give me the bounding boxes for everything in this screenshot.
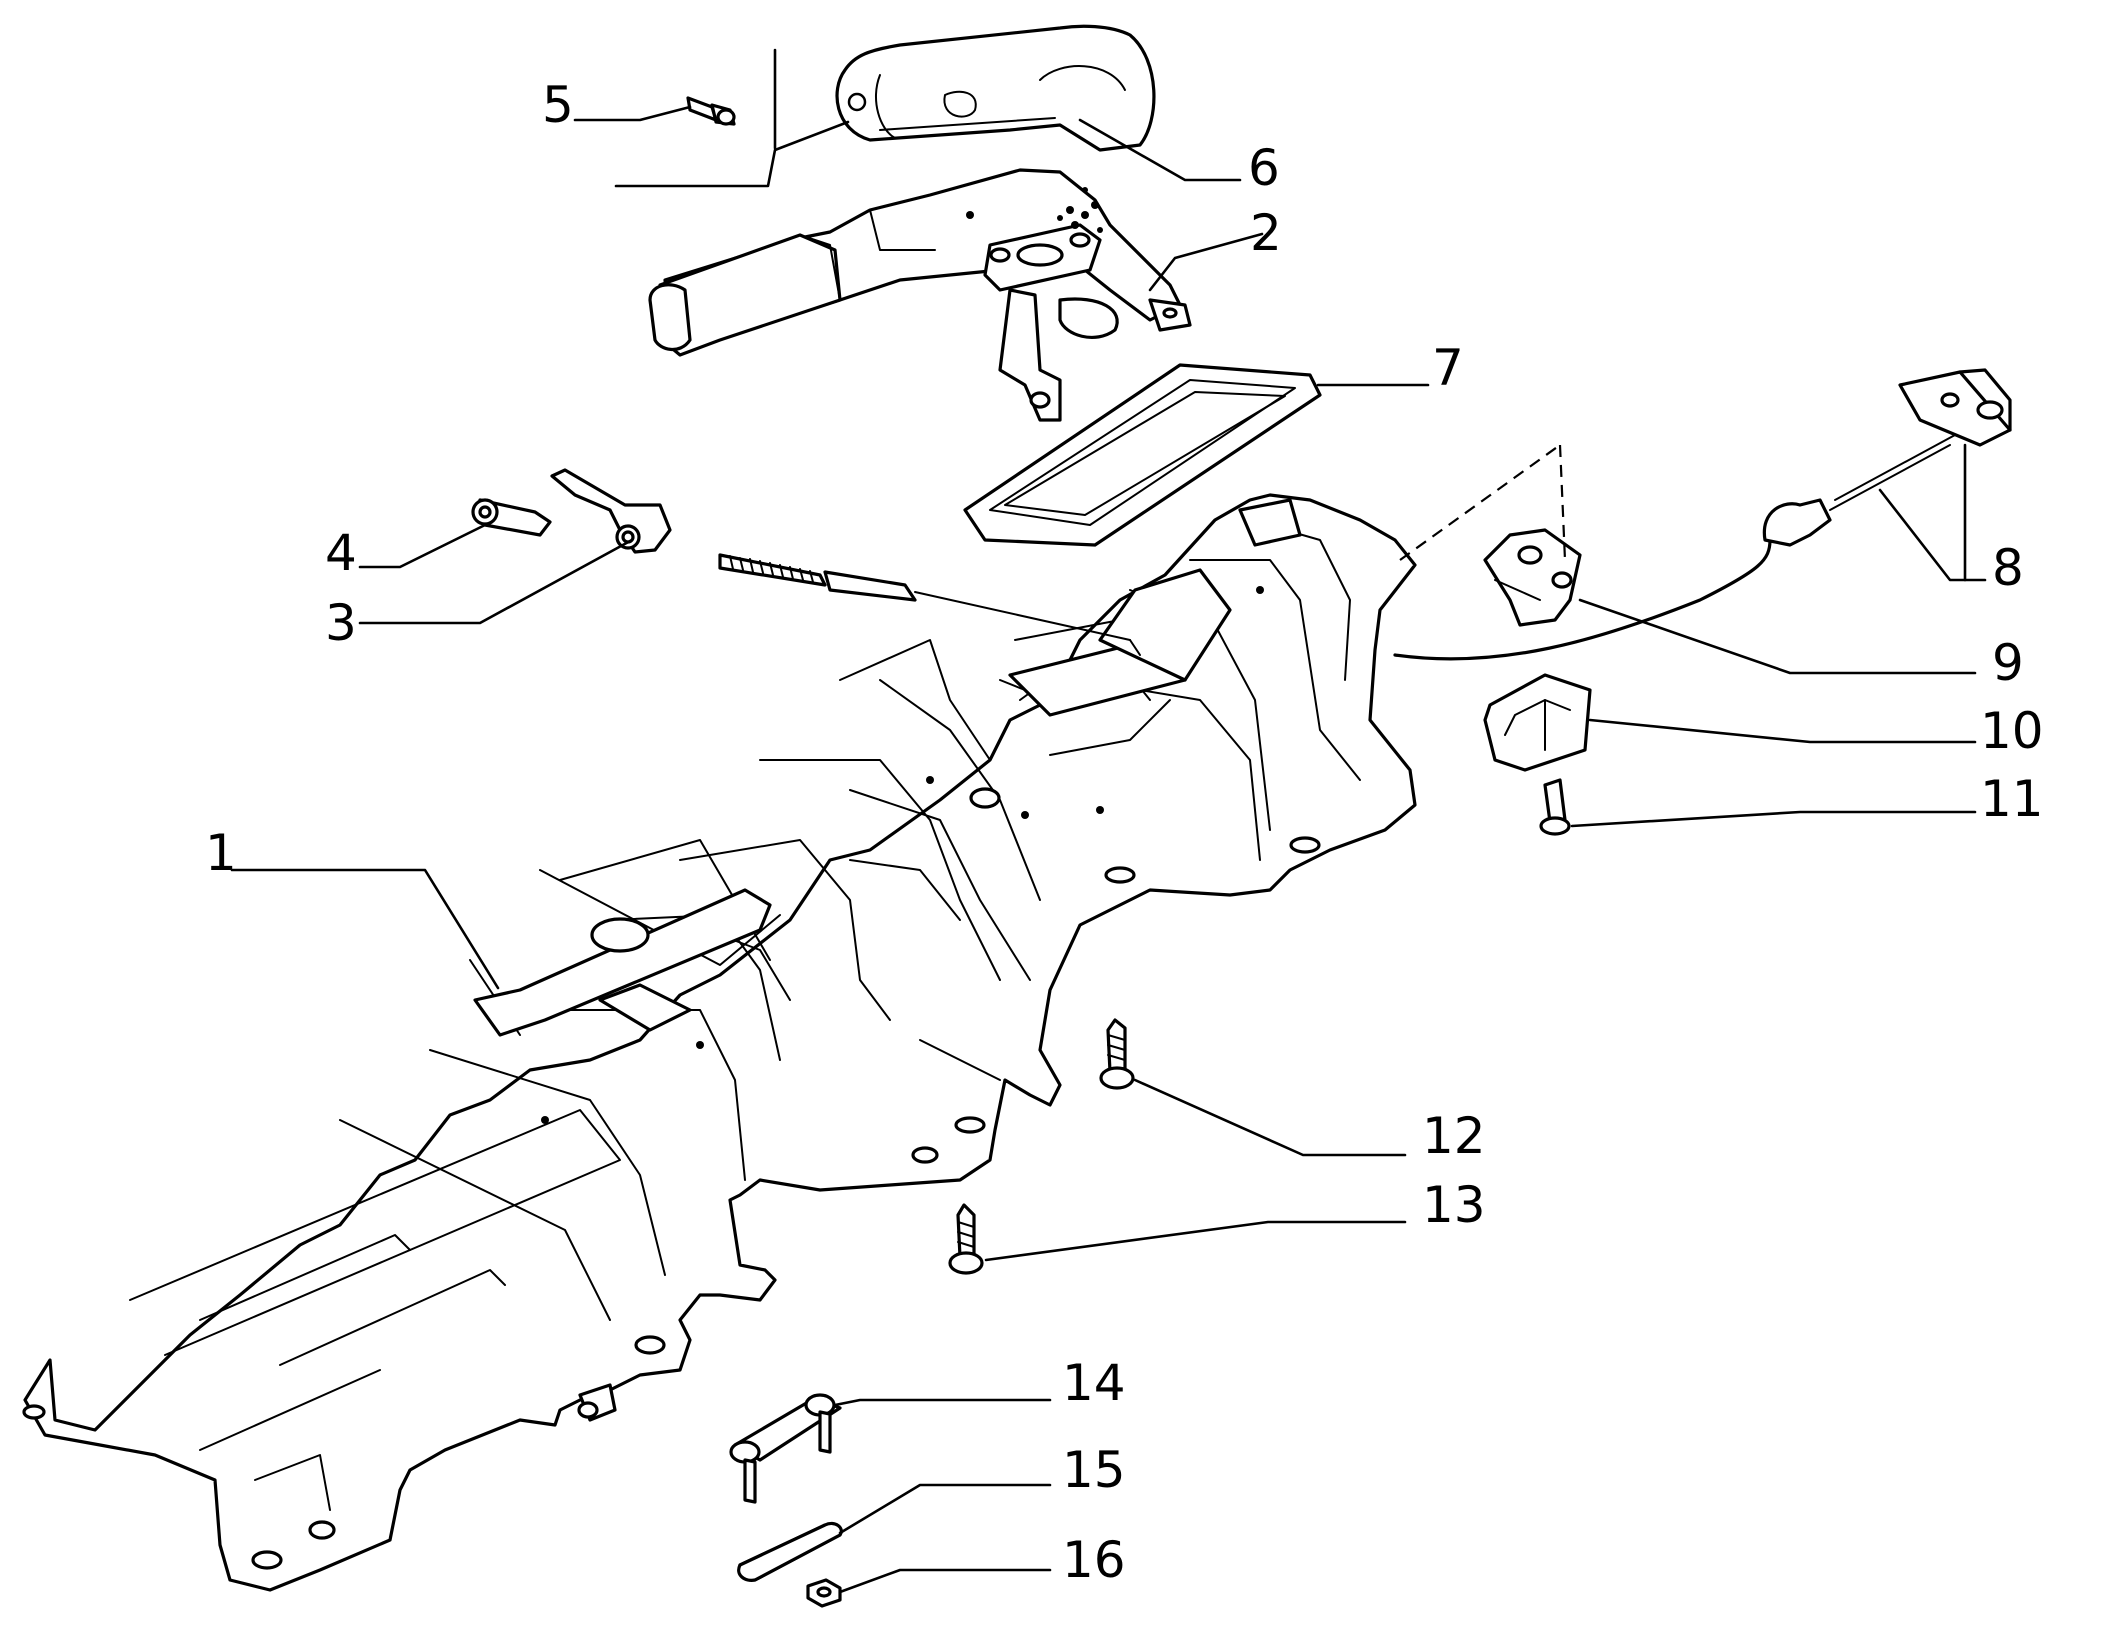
callout-10: 10 xyxy=(1980,702,2044,760)
callout-5: 5 xyxy=(542,76,574,134)
leader-8a xyxy=(1963,443,1987,582)
part-12-screw xyxy=(1099,1018,1135,1090)
callout-3: 3 xyxy=(325,594,357,652)
part-1-tunnel-cover xyxy=(22,493,1417,1592)
leader-6 xyxy=(1078,118,1242,182)
part-2-handbrake-lever xyxy=(648,168,1192,422)
part-4-bushing xyxy=(471,498,552,537)
leader-11 xyxy=(1570,810,1977,828)
callout-16: 16 xyxy=(1062,1531,1126,1589)
callout-4: 4 xyxy=(325,524,357,582)
callout-15: 15 xyxy=(1062,1441,1126,1499)
callout-6: 6 xyxy=(1248,139,1280,197)
part-7-boot-gasket xyxy=(963,363,1322,547)
part-16-nut xyxy=(806,1578,842,1608)
callout-12: 12 xyxy=(1422,1107,1486,1165)
leader-2 xyxy=(1148,232,1264,292)
leader-8b xyxy=(1878,488,1967,582)
leader-12 xyxy=(1133,1078,1407,1157)
leader-lines xyxy=(230,48,1987,1594)
part-15-flat-plate xyxy=(737,1521,843,1582)
part-3-clip xyxy=(550,468,672,554)
part-13-screw xyxy=(948,1203,984,1275)
brake-cable-rod xyxy=(718,434,1956,661)
callout-11: 11 xyxy=(1980,770,2044,828)
assembly-line-cable xyxy=(1399,444,1561,561)
part-9-guide-bracket xyxy=(1483,528,1582,627)
callout-13: 13 xyxy=(1422,1176,1486,1234)
guide-line-grip xyxy=(614,120,850,188)
leader-14 xyxy=(833,1398,1052,1407)
leader-13 xyxy=(984,1220,1407,1262)
callout-8: 8 xyxy=(1992,539,2024,597)
part-11-bolt xyxy=(1539,778,1571,836)
callout-9: 9 xyxy=(1992,634,2024,692)
part-5-screw xyxy=(686,96,736,126)
part-6-grip-cover xyxy=(835,24,1156,152)
leader-15 xyxy=(838,1483,1052,1535)
leader-9 xyxy=(1578,598,1977,675)
callout-labels: 1 2 3 4 5 6 7 8 9 10 11 12 13 14 15 16 xyxy=(205,76,2044,1589)
leader-1 xyxy=(230,868,500,990)
callout-14: 14 xyxy=(1062,1354,1126,1412)
part-14-plate-with-studs xyxy=(729,1393,842,1504)
leader-16 xyxy=(838,1568,1052,1594)
leader-5 xyxy=(573,105,692,122)
callout-7: 7 xyxy=(1432,339,1464,397)
leader-4 xyxy=(358,523,487,569)
leader-10 xyxy=(1588,718,1977,744)
part-8-cable-end xyxy=(1898,368,2012,447)
callout-2: 2 xyxy=(1250,204,1282,262)
part-10-clamp xyxy=(1483,673,1592,772)
leader-3 xyxy=(358,538,634,625)
callout-1: 1 xyxy=(205,824,237,882)
